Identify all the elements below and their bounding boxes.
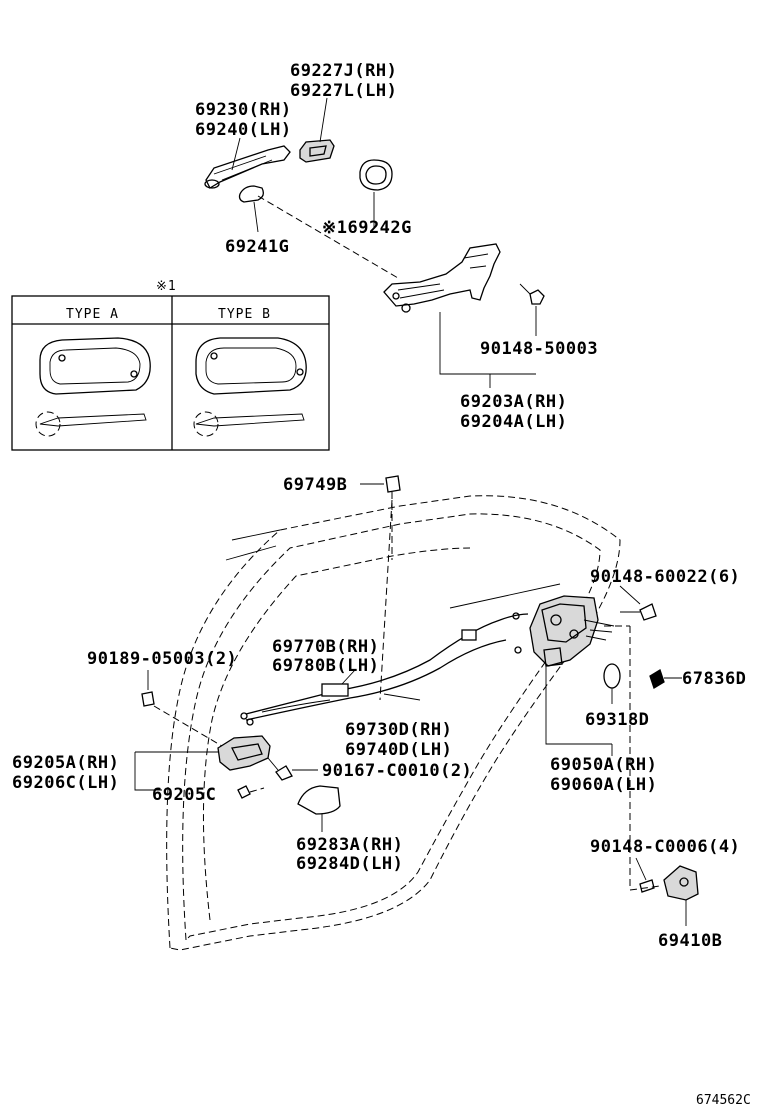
part-labels: 69227J(RH) 69227L(LH) 69230(RH) 69240(LH… xyxy=(12,61,751,1108)
screw-90167-c0010 xyxy=(267,757,318,781)
label-type-b: TYPE B xyxy=(218,307,271,322)
label-90148-c0006: 90148-C0006(4) xyxy=(590,837,740,857)
clip-90189-05003 xyxy=(141,670,223,747)
label-67836d: 67836D xyxy=(682,669,746,689)
lock-cables xyxy=(240,612,529,726)
label-69318d: 69318D xyxy=(585,710,649,730)
label-69770b: 69770B(RH) xyxy=(272,637,379,657)
label-90148-60022: 90148-60022(6) xyxy=(590,567,740,587)
cover-69318d xyxy=(603,663,621,704)
label-69241g: 69241G xyxy=(225,237,289,257)
label-69050a: 69050A(RH) xyxy=(550,755,657,775)
label-69780b: 69780B(LH) xyxy=(272,656,379,676)
pad-69241g xyxy=(238,185,264,203)
label-69730d: 69730D(RH) xyxy=(345,720,452,740)
label-69206c: 69206C(LH) xyxy=(12,773,119,793)
label-69284d: 69284D(LH) xyxy=(296,854,403,874)
label-69740d: 69740D(LH) xyxy=(345,740,452,760)
bolt-90148-50003 xyxy=(519,283,545,305)
handle-frame-assembly xyxy=(383,243,501,313)
door-lock-assembly xyxy=(529,595,615,667)
label-69060a: 69060A(LH) xyxy=(550,775,657,795)
label-69205a: 69205A(RH) xyxy=(12,753,119,773)
striker-69410b xyxy=(639,865,699,926)
cap-67836d xyxy=(649,669,682,689)
diagram-code: 674562C xyxy=(696,1093,751,1108)
label-90167-c0010: 90167-C0010(2) xyxy=(322,761,472,781)
label-ref1: ※1 xyxy=(156,279,177,294)
label-69227l: 69227L(LH) xyxy=(290,81,397,101)
outside-handle-assembly xyxy=(204,139,335,189)
label-90189-05003: 90189-05003(2) xyxy=(87,649,237,669)
bezel-69283a xyxy=(297,785,341,832)
label-69242g: ※169242G xyxy=(322,218,412,238)
label-69410b: 69410B xyxy=(658,931,722,951)
seal-69242g xyxy=(359,159,393,191)
label-69749b: 69749B xyxy=(283,475,347,495)
screw-90148-60022 xyxy=(620,603,657,621)
screw-69205c xyxy=(237,785,265,799)
inner-handle-69205a xyxy=(217,735,271,771)
label-69230: 69230(RH) xyxy=(195,100,292,120)
label-69227j: 69227J(RH) xyxy=(290,61,397,81)
label-type-a: TYPE A xyxy=(66,307,119,322)
label-90148-50003: 90148-50003 xyxy=(480,339,598,359)
label-69205c: 69205C xyxy=(152,785,216,805)
label-69240: 69240(LH) xyxy=(195,120,292,140)
label-69283a: 69283A(RH) xyxy=(296,835,403,855)
type-variants-box xyxy=(11,295,330,451)
door-outline xyxy=(166,495,621,951)
clip-69749b xyxy=(360,475,401,560)
label-69203a: 69203A(RH) xyxy=(460,392,567,412)
label-69204a: 69204A(LH) xyxy=(460,412,567,432)
